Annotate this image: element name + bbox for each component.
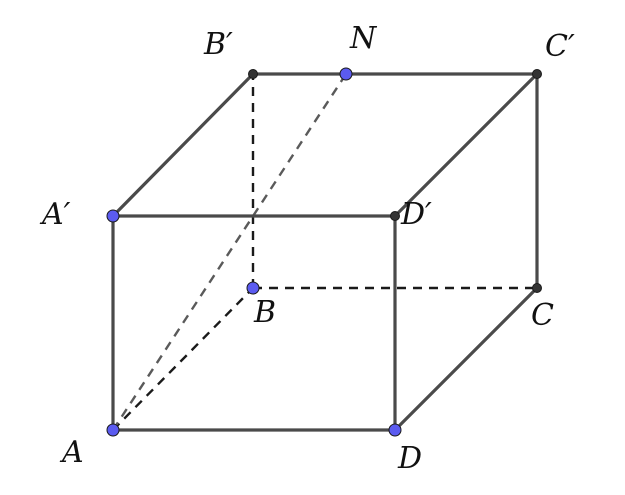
- point-Aprime: [106, 209, 120, 223]
- point-Dprime: [390, 211, 400, 221]
- point-A: [106, 423, 120, 437]
- point-N: [339, 67, 353, 81]
- label-B: B: [253, 295, 276, 330]
- point-B: [246, 281, 260, 295]
- point-D: [388, 423, 402, 437]
- point-Cprime: [532, 69, 542, 79]
- edge-D-C: [393, 286, 539, 432]
- label-D: D: [397, 441, 422, 476]
- segment-A-N: [111, 73, 348, 431]
- label-Dprime: D′: [400, 197, 432, 232]
- label-C: C: [531, 298, 554, 333]
- point-Bprime: [248, 69, 258, 79]
- point-C: [532, 283, 542, 293]
- edge-Aprime-Bprime: [111, 72, 255, 218]
- label-N: N: [349, 21, 378, 56]
- label-Aprime: A′: [39, 197, 71, 232]
- label-Cprime: C′: [545, 29, 575, 64]
- edge-Dprime-Cprime: [393, 72, 539, 218]
- edge-A-B: [112, 287, 254, 431]
- label-A: A: [59, 435, 84, 470]
- label-Bprime: B′: [203, 27, 233, 62]
